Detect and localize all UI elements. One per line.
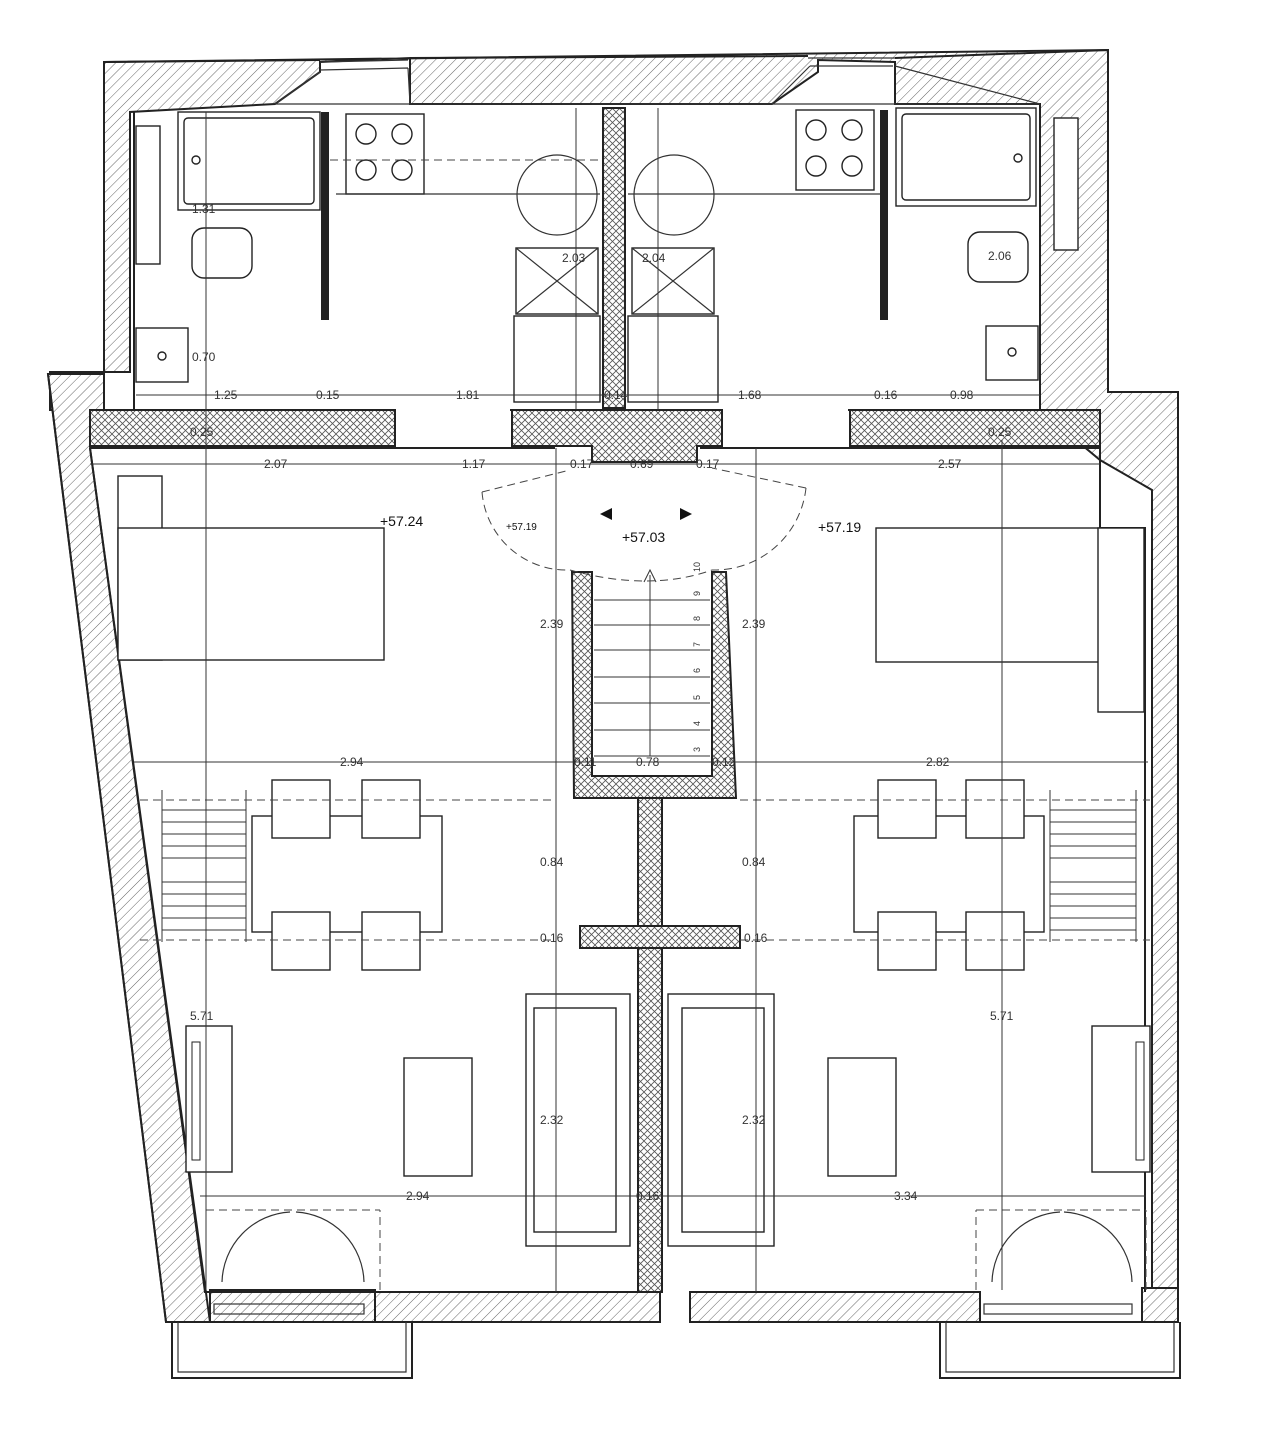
dim-label: 1.81 bbox=[456, 388, 480, 402]
dim-label: 0.12 bbox=[712, 755, 736, 769]
step-label: 6 bbox=[692, 668, 702, 673]
step-label: 10 bbox=[692, 562, 702, 572]
dim-label: 5.71 bbox=[190, 1009, 214, 1023]
dim-label: 1.31 bbox=[192, 202, 216, 216]
arrow-left-icon bbox=[600, 508, 612, 520]
dim-label: 2.94 bbox=[340, 755, 364, 769]
arrow-right-icon bbox=[680, 508, 692, 520]
entry-doors bbox=[481, 467, 807, 582]
balcony bbox=[171, 1322, 413, 1379]
dim-label: 1.17 bbox=[462, 457, 486, 471]
dim-label: 2.03 bbox=[562, 251, 586, 265]
dim-label: 2.32 bbox=[742, 1113, 766, 1127]
shelf-ladder bbox=[1049, 790, 1137, 942]
dim-label: 1.68 bbox=[738, 388, 762, 402]
dim-label: 3.34 bbox=[894, 1189, 918, 1203]
balcony-doors bbox=[171, 1209, 1181, 1379]
dim-label: 0.16 bbox=[636, 1189, 660, 1203]
washer bbox=[633, 154, 715, 236]
stair: 3 4 5 6 7 8 9 10 bbox=[594, 508, 710, 757]
dim-label: 1.25 bbox=[214, 388, 238, 402]
dim-label: 0.69 bbox=[630, 457, 654, 471]
furniture bbox=[117, 475, 1151, 1247]
radiator bbox=[135, 125, 161, 265]
level-right-room: +57.19 bbox=[818, 519, 861, 535]
dim-label: 0.17 bbox=[570, 457, 594, 471]
shelf-ladder bbox=[161, 790, 247, 942]
dim-label: 2.39 bbox=[742, 617, 766, 631]
step-label: 4 bbox=[692, 721, 702, 726]
dim-label: 5.71 bbox=[990, 1009, 1014, 1023]
dim-label: 0.16 bbox=[744, 931, 768, 945]
dim-label: 2.94 bbox=[406, 1189, 430, 1203]
level-marks: +57.24 +57.19 +57.03 +57.19 bbox=[380, 513, 861, 545]
balcony bbox=[939, 1322, 1181, 1379]
dim-label: 0.25 bbox=[190, 425, 214, 439]
level-door-swing: +57.19 bbox=[506, 522, 537, 533]
dim-label: 0.84 bbox=[742, 855, 766, 869]
dim-label: 2.07 bbox=[264, 457, 288, 471]
partitions bbox=[89, 107, 1101, 1293]
dim-label: 2.39 bbox=[540, 617, 564, 631]
bed-headboard bbox=[1097, 527, 1145, 713]
dim-label: 2.06 bbox=[988, 249, 1012, 263]
wet-rooms bbox=[135, 107, 1079, 403]
step-label: 8 bbox=[692, 616, 702, 621]
toilet bbox=[191, 227, 253, 279]
step-label: 7 bbox=[692, 642, 702, 647]
coffee-table bbox=[827, 1057, 897, 1177]
dimension-lines bbox=[90, 108, 1148, 1292]
bed bbox=[117, 527, 385, 661]
dim-label: 0.17 bbox=[696, 457, 720, 471]
dim-label: 2.82 bbox=[926, 755, 950, 769]
radiator bbox=[1053, 117, 1079, 251]
hob bbox=[345, 113, 425, 195]
dim-label: 2.57 bbox=[938, 457, 962, 471]
dim-label: 0.15 bbox=[316, 388, 340, 402]
dim-label: 2.04 bbox=[642, 251, 666, 265]
step-label: 9 bbox=[692, 591, 702, 596]
toilet bbox=[967, 231, 1029, 283]
dim-label: 0.16 bbox=[874, 388, 898, 402]
step-label: 5 bbox=[692, 695, 702, 700]
windows bbox=[274, 57, 1041, 105]
dim-label: 0.84 bbox=[540, 855, 564, 869]
dim-label: 0.11 bbox=[574, 755, 597, 769]
dim-label: 0.25 bbox=[988, 425, 1012, 439]
hob bbox=[795, 109, 875, 191]
dim-label: 0.14 bbox=[604, 388, 628, 402]
step-label: 3 bbox=[692, 747, 702, 752]
washer bbox=[516, 154, 598, 236]
dim-label: 0.70 bbox=[192, 350, 216, 364]
level-left-room: +57.24 bbox=[380, 513, 423, 529]
dim-label: 0.16 bbox=[540, 931, 564, 945]
dim-label: 0.98 bbox=[950, 388, 974, 402]
level-landing: +57.03 bbox=[622, 529, 665, 545]
dim-label: 0.78 bbox=[636, 755, 660, 769]
coffee-table bbox=[403, 1057, 473, 1177]
dimension-labels: 1.25 0.15 1.81 0.14 1.68 0.16 0.98 0.25 … bbox=[190, 202, 1014, 1203]
dim-label: 2.32 bbox=[540, 1113, 564, 1127]
